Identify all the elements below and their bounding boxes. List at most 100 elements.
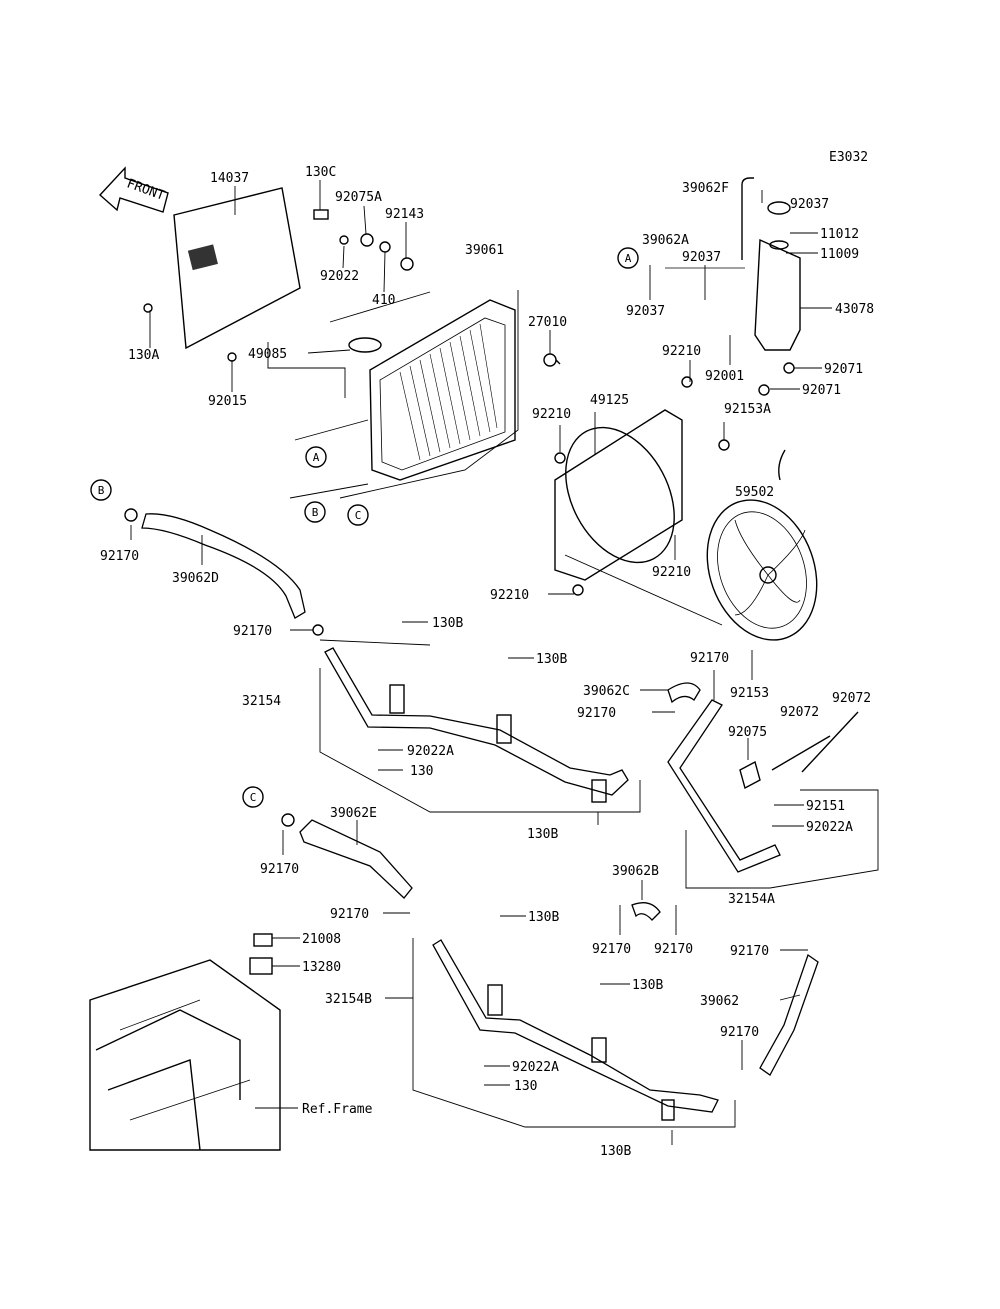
part-label: 39062D bbox=[172, 571, 219, 586]
hose-39062d bbox=[141, 513, 306, 619]
front-arrow-label: FRONT bbox=[125, 176, 167, 204]
clamp-92075 bbox=[739, 760, 761, 790]
fan-shroud bbox=[554, 376, 730, 596]
circle-ref-b-2: B bbox=[90, 479, 112, 501]
part-label: 92170 bbox=[654, 942, 693, 957]
part-label: 92015 bbox=[208, 394, 247, 409]
part-label: 92037 bbox=[682, 250, 721, 265]
part-label: 92022A bbox=[512, 1060, 559, 1075]
part-label: 32154B bbox=[325, 992, 372, 1007]
part-label: 39061 bbox=[465, 243, 504, 258]
part-label: 13280 bbox=[302, 960, 341, 975]
part-label: 92075A bbox=[335, 190, 382, 205]
part-label: 92071 bbox=[824, 362, 863, 377]
diagram-code: E3032 bbox=[829, 150, 868, 165]
pipe-32154b bbox=[432, 939, 719, 1113]
part-label: 27010 bbox=[528, 315, 567, 330]
leader-lines bbox=[130, 180, 832, 1145]
part-label: 92170 bbox=[592, 942, 631, 957]
part-label: 14037 bbox=[210, 171, 249, 186]
part-label: 11012 bbox=[820, 227, 859, 242]
part-label: 130B bbox=[536, 652, 567, 667]
hose-39062b bbox=[631, 902, 661, 921]
part-label: 92170 bbox=[577, 706, 616, 721]
part-label: 92210 bbox=[662, 344, 701, 359]
part-label: 92071 bbox=[802, 383, 841, 398]
part-label: 130B bbox=[600, 1144, 631, 1159]
part-label: 92022 bbox=[320, 269, 359, 284]
part-label: 39062C bbox=[583, 684, 630, 699]
part-label: 410 bbox=[372, 293, 395, 308]
circle-ref-c-1: C bbox=[347, 504, 369, 526]
part-label: 39062B bbox=[612, 864, 659, 879]
part-label: 39062F bbox=[682, 181, 729, 196]
coolant-reservoir bbox=[665, 177, 801, 396]
front-arrow: FRONT bbox=[98, 166, 169, 213]
svg-text:B: B bbox=[98, 484, 105, 497]
part-label: 92001 bbox=[705, 369, 744, 384]
part-label: 92075 bbox=[728, 725, 767, 740]
hardware-top bbox=[313, 209, 414, 271]
part-label: 39062E bbox=[330, 806, 377, 821]
part-label: 130B bbox=[528, 910, 559, 925]
part-label: 39062A bbox=[642, 233, 689, 248]
hose-39062c bbox=[667, 682, 701, 704]
part-label: 92170 bbox=[690, 651, 729, 666]
part-13280 bbox=[249, 957, 273, 975]
part-label: 92170 bbox=[233, 624, 272, 639]
hose-39062 bbox=[759, 953, 819, 1076]
part-label: 92170 bbox=[260, 862, 299, 877]
part-label: 130 bbox=[514, 1079, 537, 1094]
part-label: 21008 bbox=[302, 932, 341, 947]
circle-ref-b-1: B bbox=[304, 501, 326, 523]
part-label: 130B bbox=[432, 616, 463, 631]
part-label: 49085 bbox=[248, 347, 287, 362]
part-label: 39062 bbox=[700, 994, 739, 1009]
part-label: 92143 bbox=[385, 207, 424, 222]
pipe-32154a bbox=[667, 699, 781, 873]
part-label: 92170 bbox=[730, 944, 769, 959]
group-brackets bbox=[267, 290, 879, 1128]
radiator-screen bbox=[143, 187, 301, 362]
part-label: 43078 bbox=[835, 302, 874, 317]
part-label: 92072 bbox=[832, 691, 871, 706]
part-label: 92170 bbox=[720, 1025, 759, 1040]
tie-92072b bbox=[801, 711, 859, 773]
part-label: 92170 bbox=[330, 907, 369, 922]
tie-92072 bbox=[771, 735, 831, 771]
part-label: 92072 bbox=[780, 705, 819, 720]
part-label: 92037 bbox=[626, 304, 665, 319]
part-label: 92210 bbox=[532, 407, 571, 422]
svg-text:A: A bbox=[313, 451, 320, 464]
part-21008 bbox=[253, 933, 273, 947]
part-label: 92022A bbox=[806, 820, 853, 835]
part-label: 92210 bbox=[490, 588, 529, 603]
part-label: 92022A bbox=[407, 744, 454, 759]
part-label: 92170 bbox=[100, 549, 139, 564]
part-label: 92151 bbox=[806, 799, 845, 814]
part-label: 130A bbox=[128, 348, 159, 363]
part-label: 92037 bbox=[790, 197, 829, 212]
svg-text:C: C bbox=[355, 509, 362, 522]
part-label: 130C bbox=[305, 165, 336, 180]
svg-text:C: C bbox=[250, 791, 257, 804]
part-label: 49125 bbox=[590, 393, 629, 408]
part-label: 92210 bbox=[652, 565, 691, 580]
part-label: 59502 bbox=[735, 485, 774, 500]
part-label: 92153 bbox=[730, 686, 769, 701]
vehicle-frame bbox=[89, 959, 281, 1151]
cooling-fan bbox=[706, 449, 818, 641]
part-label: 92153A bbox=[724, 402, 771, 417]
hose-39062e bbox=[299, 819, 413, 899]
circle-ref-a-1: A bbox=[305, 446, 327, 468]
svg-text:B: B bbox=[312, 506, 319, 519]
pipe-32154 bbox=[324, 647, 629, 796]
part-label: 32154 bbox=[242, 694, 281, 709]
radiator bbox=[348, 299, 561, 481]
svg-text:A: A bbox=[625, 252, 632, 265]
circle-ref-c-2: C bbox=[242, 786, 264, 808]
part-label: 130 bbox=[410, 764, 433, 779]
part-label: 130B bbox=[632, 978, 663, 993]
circle-ref-a-2: A bbox=[617, 247, 639, 269]
